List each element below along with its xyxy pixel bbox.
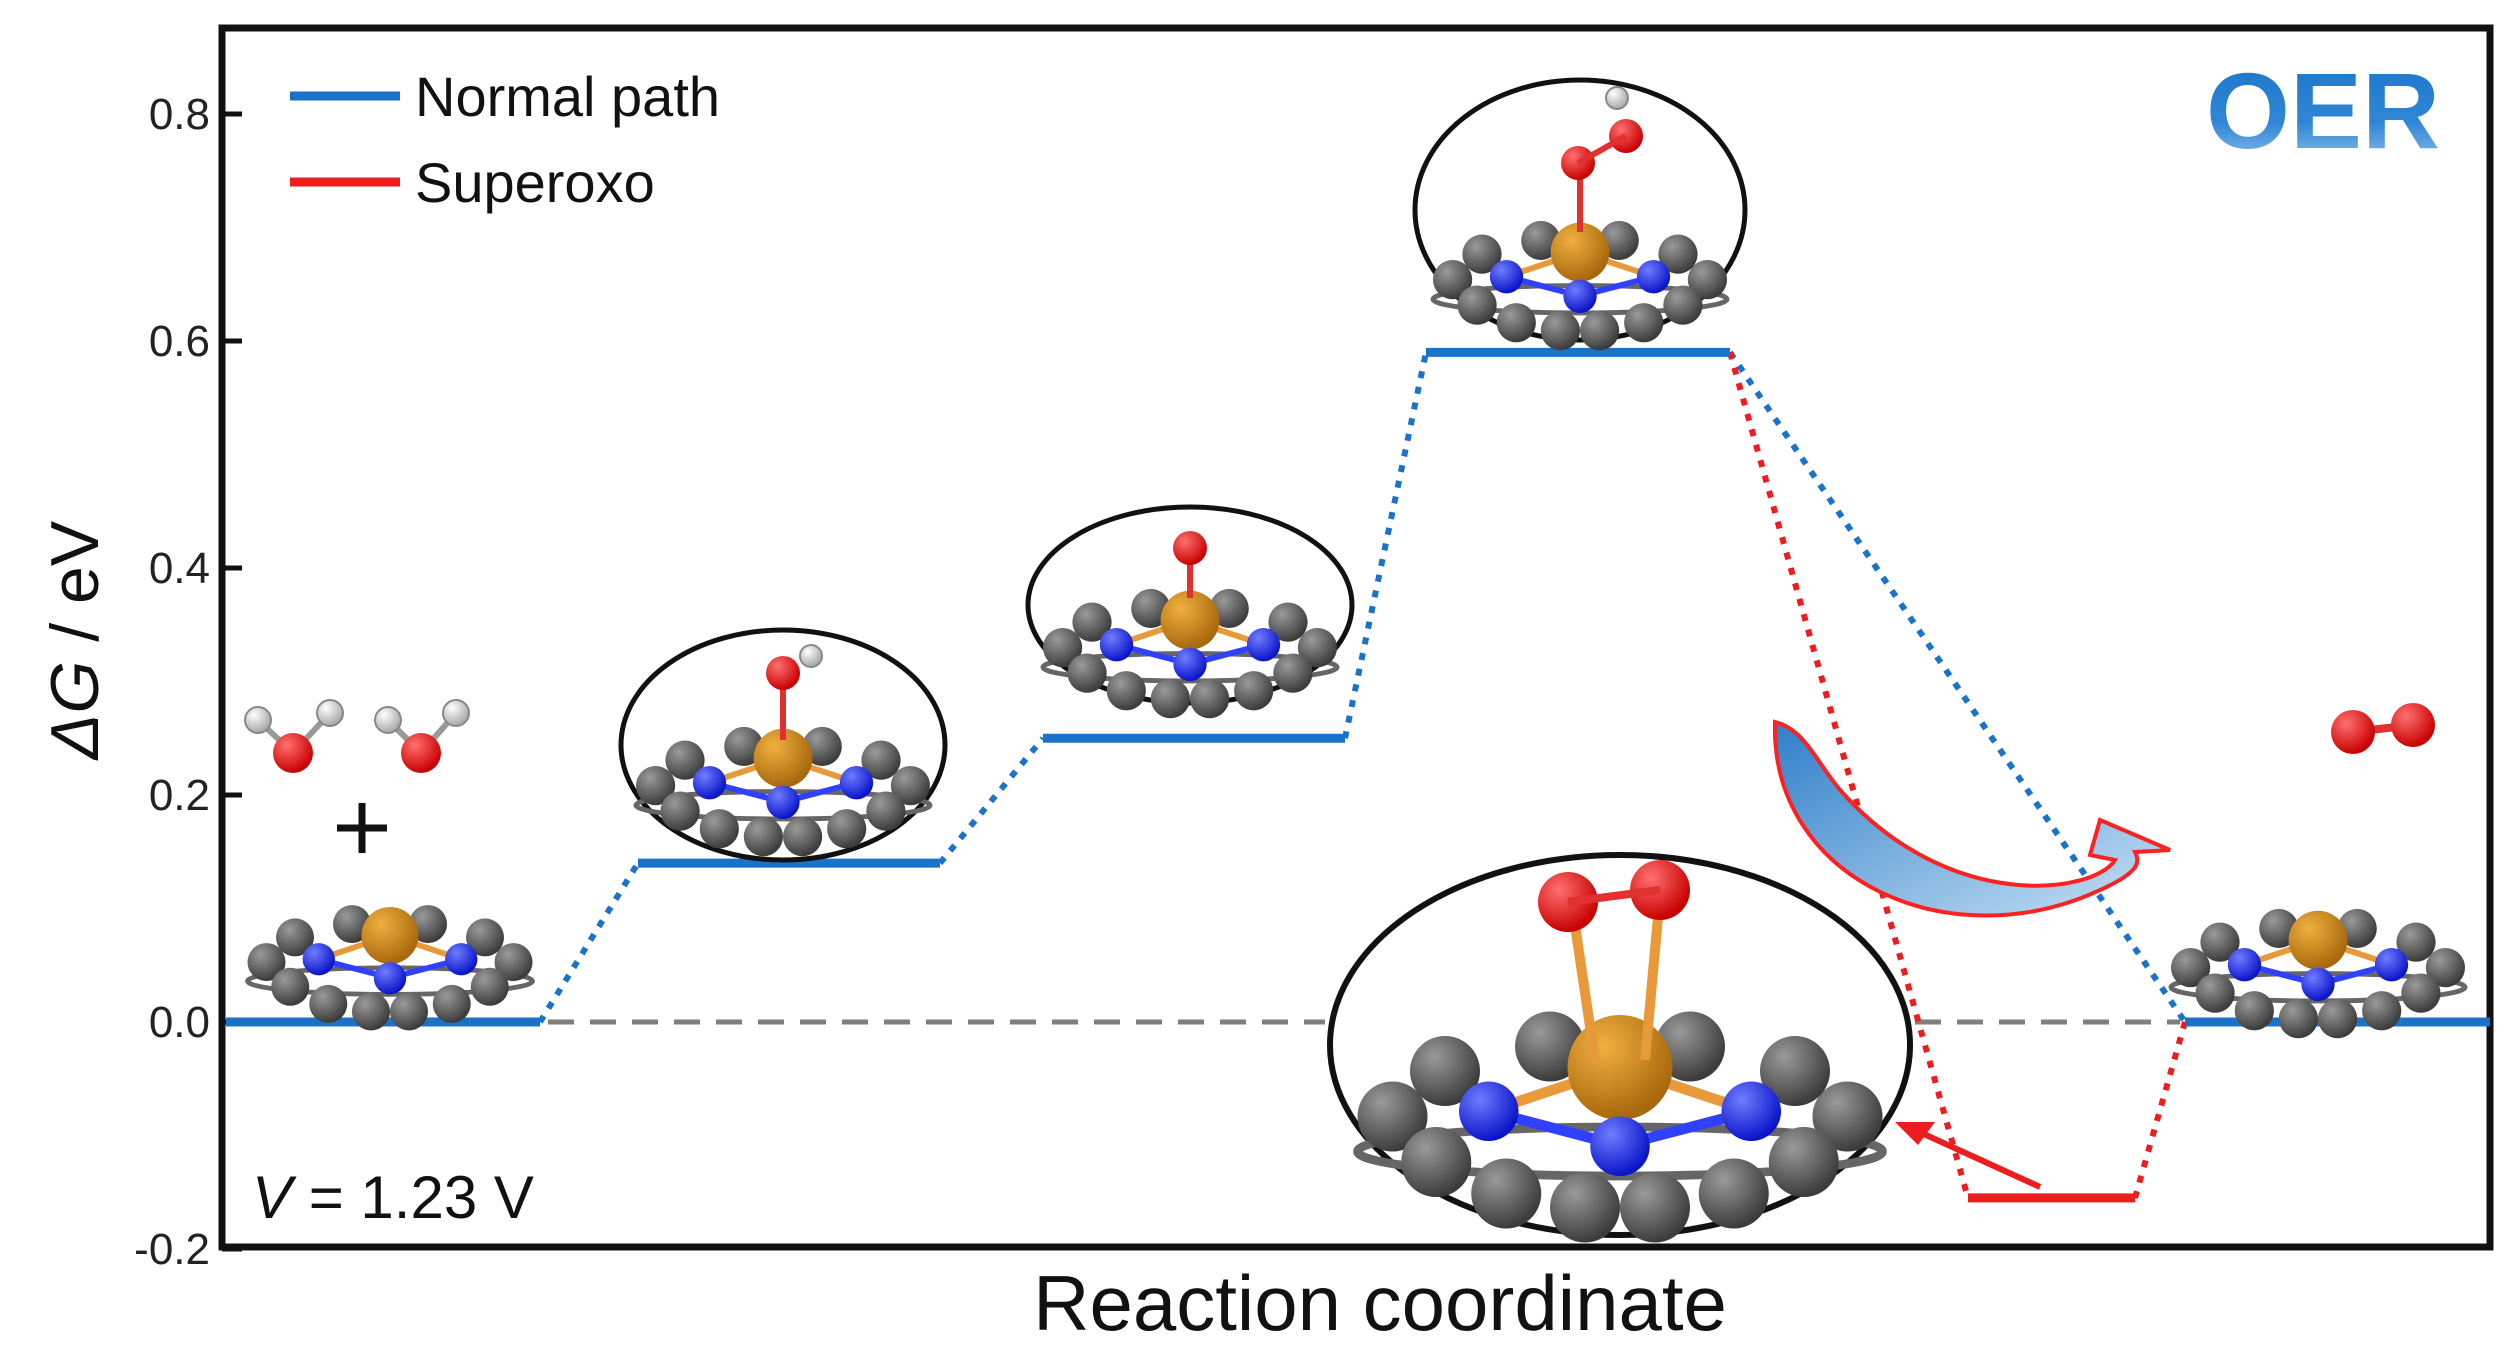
- water-molecule-2: [374, 699, 470, 773]
- y-tick-label: 0.8: [149, 90, 210, 139]
- molecule-reactants: [244, 699, 533, 1031]
- molecule-superoxo-intermediate: [1327, 852, 1913, 1243]
- molecule-o-intermediate: [1025, 504, 1355, 718]
- superoxo-pointer-arrow: [1895, 1122, 2042, 1190]
- oxygen-molecule: [2331, 703, 2435, 754]
- superoxo-connector-down: [1727, 351, 1971, 1199]
- y-tick-label: 0.4: [149, 544, 210, 593]
- molecule-products: [2171, 703, 2465, 1038]
- legend-label-normal-path: Normal path: [415, 65, 720, 128]
- molecule-ooh-intermediate: [1412, 77, 1748, 350]
- normal-path-connector: [1342, 351, 1429, 739]
- voltage-value: = 1.23 V: [292, 1164, 534, 1231]
- x-axis-title: Reaction coordinate: [1033, 1259, 1727, 1347]
- plot-frame: [218, 24, 2494, 1251]
- pathway-curved-arrow: [1772, 719, 2171, 918]
- legend-label-superoxo: Superoxo: [415, 151, 655, 214]
- plus-sign: [337, 803, 387, 853]
- normal-path-connector: [937, 736, 1046, 866]
- water-molecule-1: [244, 699, 344, 773]
- molecule-oh-intermediate: [618, 627, 948, 863]
- y-tick-label: 0.0: [149, 998, 210, 1047]
- voltage-annotation: V = 1.23 V: [252, 1164, 534, 1231]
- y-tick-label: 0.6: [149, 317, 210, 366]
- legend: Normal path Superoxo: [290, 65, 720, 214]
- y-axis-unit: / eV: [37, 520, 113, 660]
- y-tick-label: -0.2: [134, 1225, 210, 1274]
- y-tick-label: 0.2: [149, 771, 210, 820]
- y-axis-symbol: ΔG: [37, 661, 113, 762]
- normal-path-connector: [1727, 350, 2188, 1024]
- panel-label-oer: OER: [2206, 50, 2440, 171]
- voltage-symbol: V: [252, 1164, 297, 1231]
- y-axis-title: ΔG / eV: [37, 520, 113, 761]
